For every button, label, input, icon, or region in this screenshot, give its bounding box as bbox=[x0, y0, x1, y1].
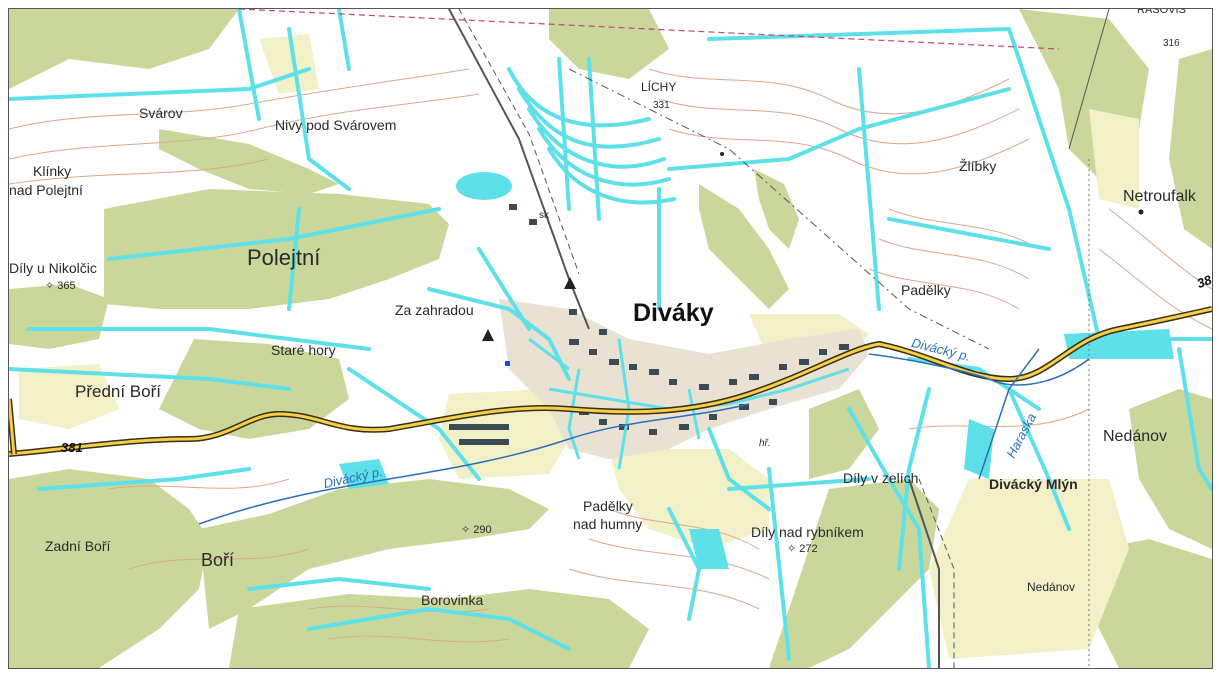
road-381 bbox=[9, 306, 1212, 457]
height-290-value: 290 bbox=[473, 524, 492, 536]
map-symbols bbox=[482, 152, 1144, 366]
drainage-network bbox=[9, 9, 1212, 668]
label-rasovis: RAŠOVIS bbox=[1137, 8, 1186, 16]
label-svarov: Svárov bbox=[139, 105, 183, 121]
label-zlibky: Žlíbky bbox=[959, 158, 997, 174]
label-hriste: hř. bbox=[759, 438, 771, 449]
height-365: ✧ 365 bbox=[45, 280, 76, 292]
label-padelky-east: Padělky bbox=[901, 282, 951, 298]
height-331: 331 bbox=[653, 100, 670, 111]
label-sk: sk bbox=[539, 210, 549, 221]
contour-lines bbox=[9, 68, 1212, 643]
label-polejtni: Polejtní bbox=[247, 245, 321, 270]
label-divaky-village: Diváky bbox=[633, 299, 714, 327]
height-365-value: 365 bbox=[57, 280, 76, 292]
label-nivy-pod-svarovem: Nivy pod Svárovem bbox=[275, 117, 397, 133]
height-316: 316 bbox=[1163, 38, 1180, 49]
map-canvas bbox=[9, 9, 1212, 668]
label-dily-v-zelich: Díly v zelích bbox=[843, 470, 919, 486]
village-buildings bbox=[449, 204, 849, 445]
label-predni-bori: Přední Boří bbox=[75, 382, 161, 401]
label-lichy: LÍCHY bbox=[641, 80, 677, 94]
height-290: ✧ 290 bbox=[461, 524, 492, 536]
label-stare-hory: Staré hory bbox=[271, 342, 336, 358]
label-borovinka: Borovinka bbox=[421, 592, 484, 608]
label-bori: Boří bbox=[201, 550, 235, 570]
label-nedanov-vineyards: Nedánov bbox=[1027, 580, 1076, 594]
label-klinky: Klínky bbox=[33, 163, 72, 179]
railway-lines bbox=[238, 9, 1110, 668]
label-nad-polejtni: nad Polejtní bbox=[9, 182, 83, 198]
water-bodies bbox=[339, 172, 1174, 569]
label-netroufalky: Netroufalk bbox=[1123, 188, 1196, 205]
height-272: ✧ 272 bbox=[787, 543, 818, 555]
label-dily-nad-rybnikem: Díly nad rybníkem bbox=[751, 524, 864, 540]
label-zadni-bori: Zadní Boří bbox=[45, 538, 111, 554]
label-divacky-mlyn: Divácký Mlýn bbox=[989, 476, 1078, 492]
label-nedanov: Nedánov bbox=[1103, 428, 1168, 445]
label-dily-u-nikolcic: Díly u Nikolčic bbox=[9, 260, 97, 276]
label-padelky-nad-humny-line1: Padělky bbox=[583, 498, 633, 514]
streams bbox=[198, 348, 1090, 525]
height-272-value: 272 bbox=[799, 543, 818, 555]
label-za-zahradou: Za zahradou bbox=[395, 302, 474, 318]
label-padelky-nad-humny-line2: nad humny bbox=[573, 516, 643, 532]
village-area bbox=[499, 299, 869, 459]
road-number-381: 381 bbox=[61, 440, 83, 455]
topographic-map[interactable]: RAŠOVIS Svárov Nivy pod Svárovem Klínky … bbox=[8, 8, 1213, 669]
forest-areas bbox=[9, 9, 1212, 668]
